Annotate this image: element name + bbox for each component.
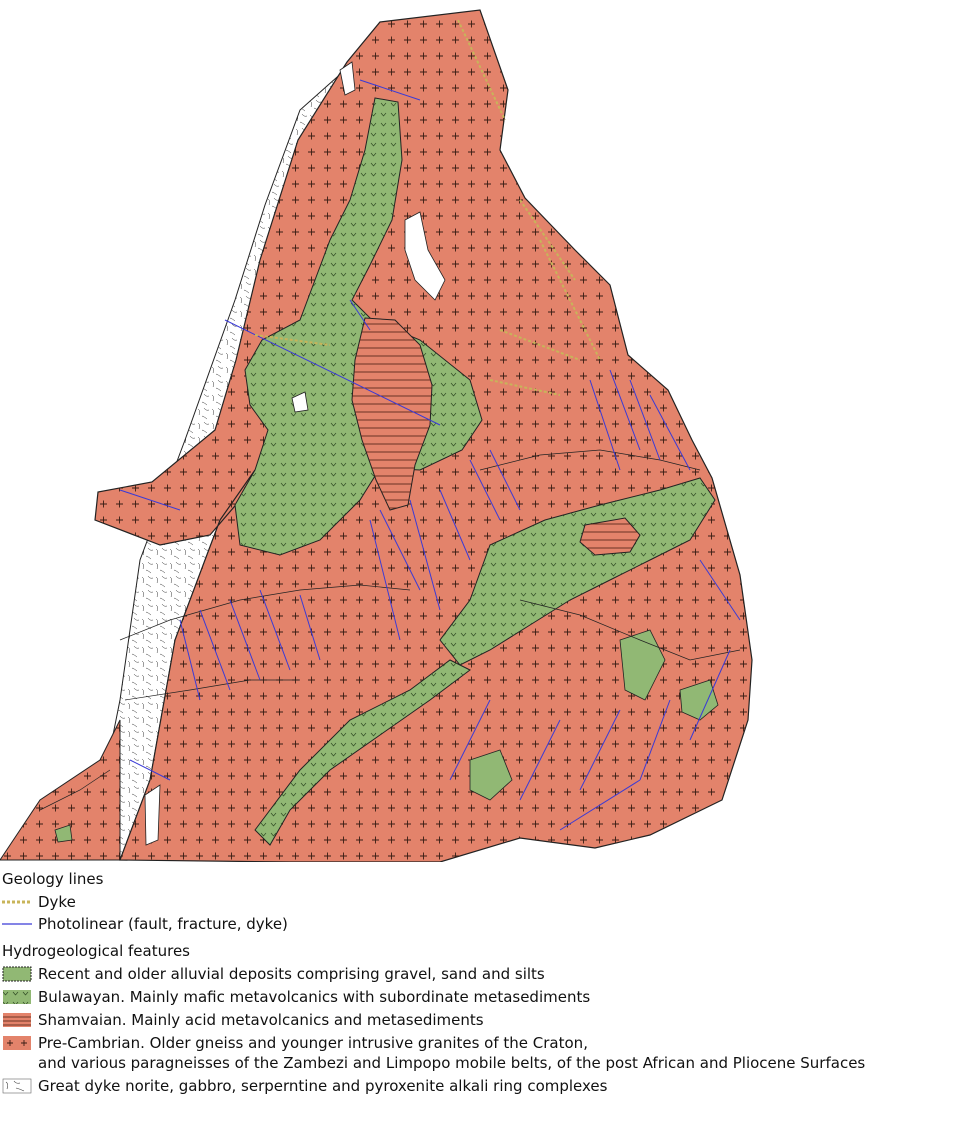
precambrian-swatch-icon [2, 1035, 32, 1051]
legend-item-bulawayan: Bulawayan. Mainly mafic metavolcanics wi… [2, 988, 590, 1006]
greatdyke-swatch-icon [2, 1078, 32, 1094]
legend-item-great-dyke: Great dyke norite, gabbro, serperntine a… [2, 1077, 607, 1095]
legend-item-shamvaian: Shamvaian. Mainly acid metavolcanics and… [2, 1011, 484, 1029]
shamvaian-swatch-icon [2, 1012, 32, 1028]
alluvial-swatch-icon [2, 966, 32, 982]
great-dyke-patches [144, 61, 446, 846]
legend-title-geology-lines: Geology lines [2, 870, 104, 888]
legend-item-alluvial: Recent and older alluvial deposits compr… [2, 965, 545, 983]
legend-item-photolinear: Photolinear (fault, fracture, dyke) [2, 915, 288, 933]
legend-item-precambrian-continuation: and various paragneisses of the Zambezi … [38, 1054, 866, 1072]
dyke-lines [254, 19, 601, 396]
geology-contours [39, 449, 741, 811]
photolinear-line-icon [2, 916, 32, 932]
photolinear-lines [119, 79, 741, 831]
dyke-line-icon [2, 894, 32, 910]
shamvaian-region [351, 317, 641, 556]
legend-title-hydrogeological: Hydrogeological features [2, 942, 190, 960]
bulawayan-swatch-icon [2, 989, 32, 1005]
legend-item-dyke: Dyke [2, 893, 76, 911]
legend-item-precambrian: Pre-Cambrian. Older gneiss and younger i… [2, 1034, 588, 1052]
geology-map [0, 9, 753, 862]
